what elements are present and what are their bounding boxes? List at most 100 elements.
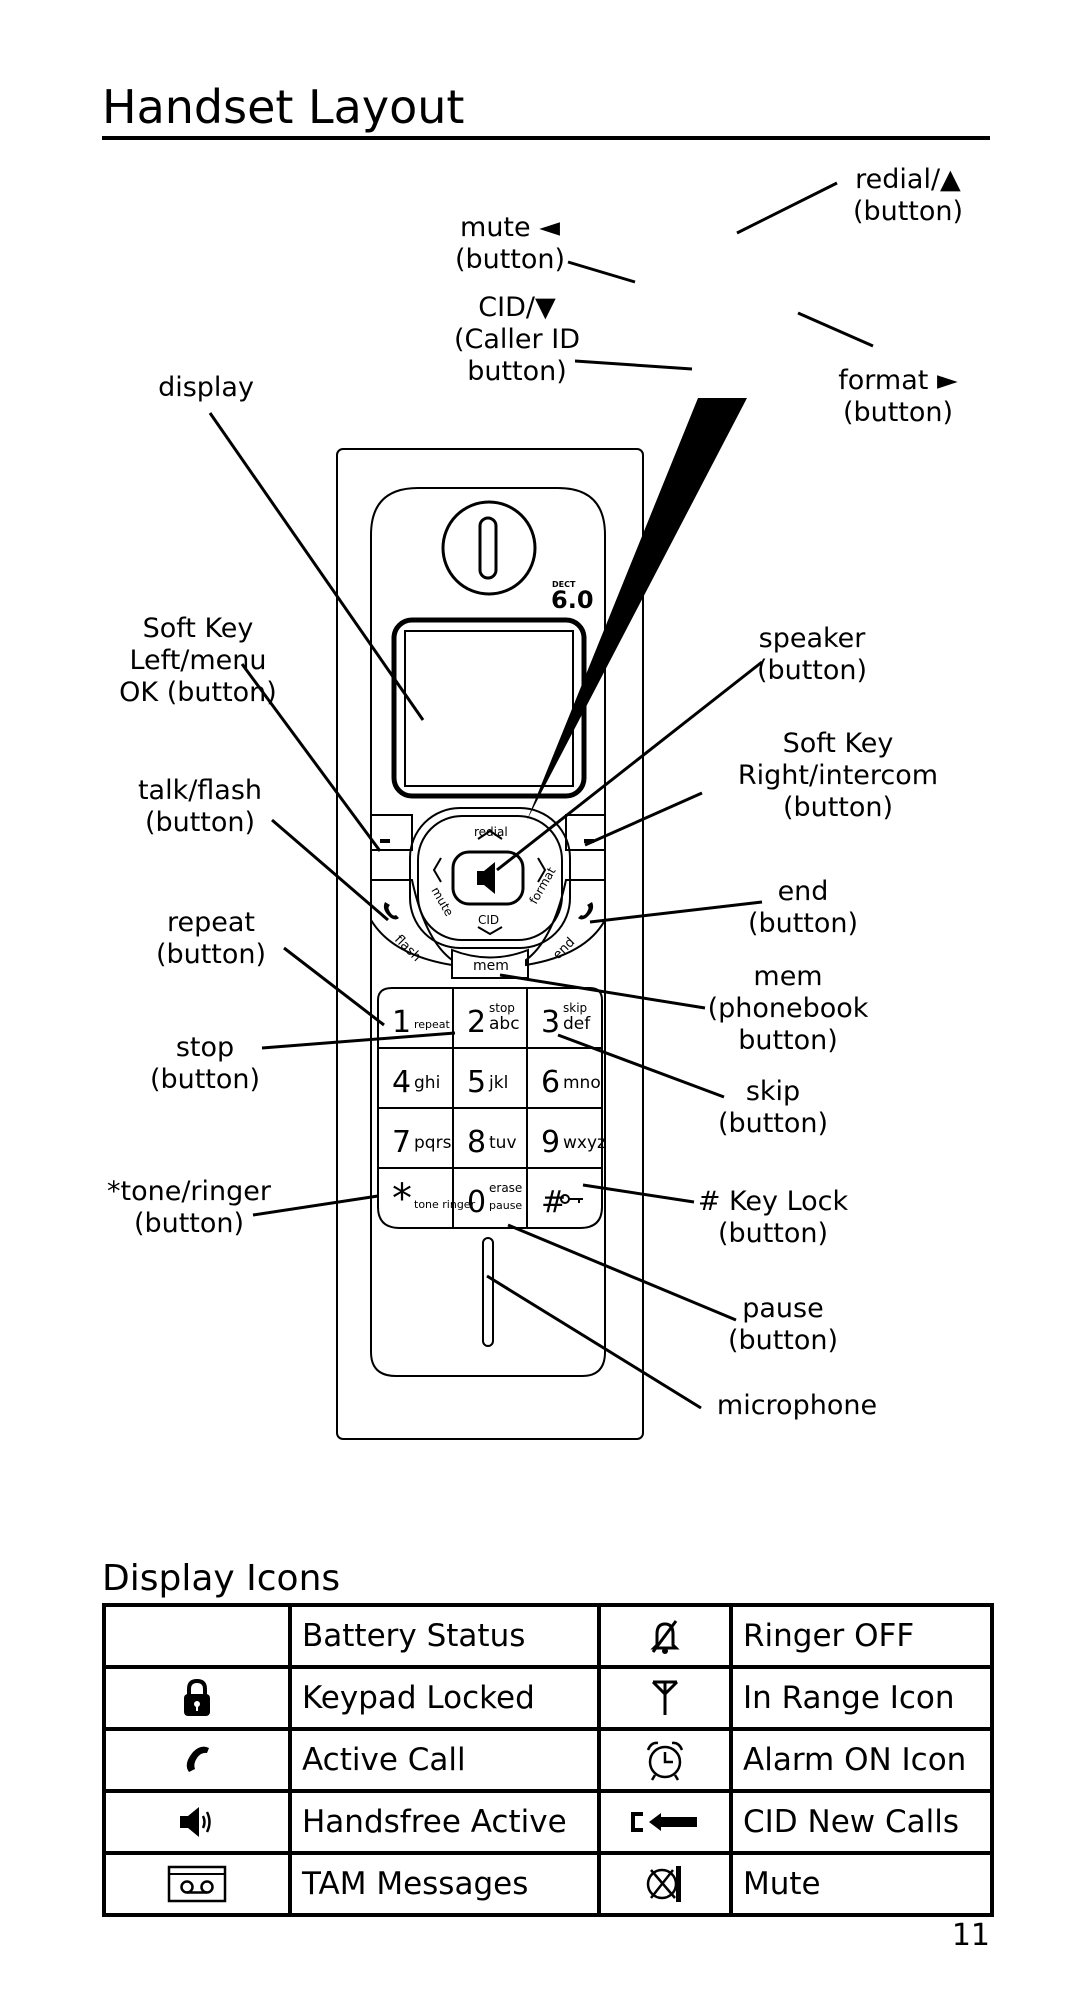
phone-handset-icon [102,1727,292,1793]
key-digit: 8 [467,1125,486,1160]
table-cell: In Range Icon [729,1665,994,1731]
key-letters: abc [489,1014,520,1034]
talk-phone-icon [383,902,399,920]
nav-down-arrow-icon[interactable] [477,926,503,936]
key-letters: ghi [414,1073,440,1093]
table-row: TAM Messages Mute [102,1851,994,1917]
key-extra-label: erase [489,1181,522,1195]
callout-microphone: microphone [717,1390,877,1421]
alarm-clock-icon [597,1727,733,1793]
dect-logo-small: DECT [552,580,576,589]
callout-talk-flash: talk/flash(button) [138,775,262,838]
end-key[interactable] [525,879,606,967]
callout-display: display [158,372,254,403]
key-digit: * [392,1176,412,1222]
handset-body [336,448,644,1440]
key-digit: 4 [392,1065,411,1100]
callout-stop: stop(button) [150,1032,260,1095]
tape-cassette-icon [102,1851,292,1917]
mem-key-label: mem [473,958,509,974]
keypad-key-star[interactable]: *tone ringer [392,1176,476,1222]
callout-labels: redial/▲(button) mute ◄(button) CID/▼(Call… [107,164,963,1421]
table-cell: TAM Messages [288,1851,601,1917]
page-number: 11 [951,1918,990,1953]
callout-key-lock: # Key Lock(button) [698,1186,849,1249]
wedge-pointer [527,398,747,820]
nav-format-label: format [526,865,558,907]
page-title: Handset Layout [102,80,465,134]
key-letters: jkl [488,1073,508,1093]
table-row: Keypad Locked In Range Icon [102,1665,994,1731]
callout-repeat: repeat(button) [156,907,266,970]
mute-icon [597,1851,733,1917]
key-letters: def [563,1014,591,1034]
table-cell: Alarm ON Icon [729,1727,994,1793]
soft-key-left-mark [380,839,390,843]
display [391,617,587,799]
key-letters: pqrs [414,1133,452,1153]
table-cell: CID New Calls [729,1789,994,1855]
key-digit: 7 [392,1125,411,1160]
padlock-icon [102,1665,292,1731]
nav-right-chevron-icon[interactable] [537,857,547,883]
callout-end: end(button) [748,876,858,939]
nav-cluster [409,807,571,949]
nav-cid-label: CID [478,913,499,927]
key-digit: 6 [541,1065,560,1100]
display-icons-table: Battery Status Ringer OFF Keypad Locked … [102,1603,994,1917]
nav-up-arrow-icon[interactable] [477,829,503,840]
title-divider [102,136,990,140]
key-digit: 0 [467,1185,486,1220]
key-digit: 9 [541,1125,560,1160]
callout-redial: redial/▲(button) [853,164,963,227]
table-cell: Active Call [288,1727,601,1793]
speaker-key-icon[interactable] [477,862,495,894]
key-letters: tone ringer [414,1198,476,1211]
table-row: Active Call Alarm ON Icon [102,1727,994,1793]
callout-pause: pause(button) [728,1293,838,1356]
table-cell: Mute [729,1851,994,1917]
mem-key[interactable] [451,948,529,979]
dect-logo: 6.0 [551,586,594,614]
key-extra-label: skip [563,1001,587,1015]
table-cell: Keypad Locked [288,1665,601,1731]
table-row: Battery Status Ringer OFF [102,1603,994,1669]
key-lock-icon [560,1194,583,1204]
key-letters: mno [563,1073,601,1093]
end-phone-icon [578,902,594,920]
display-icons-heading: Display Icons [102,1558,341,1599]
key-digit: 1 [392,1005,411,1040]
handset-diagram: DECT 6.0 flash end redial CID mute forma… [107,164,963,1440]
callout-tone-ringer: *tone/ringer(button) [107,1176,272,1239]
table-cell: Handsfree Active [288,1789,601,1855]
key-letters: repeat [414,1018,451,1031]
key-letters: tuv [489,1133,517,1153]
key-letters: pause [489,1199,522,1212]
nav-left-chevron-icon[interactable] [432,857,442,883]
table-row: Handsfree Active CID New Calls [102,1789,994,1855]
ringer-off-icon [597,1603,733,1669]
soft-key-right-mark [584,839,594,843]
callout-format: format ►(button) [838,365,958,428]
callout-mute: mute ◄(button) [455,212,565,275]
callout-skip: skip(button) [718,1076,828,1139]
table-cell: Battery Status [288,1603,601,1669]
keypad-key-hash[interactable]: # [541,1185,583,1220]
battery-status-icon [102,1603,292,1669]
flash-label: flash [391,932,424,965]
antenna-icon [597,1665,733,1731]
